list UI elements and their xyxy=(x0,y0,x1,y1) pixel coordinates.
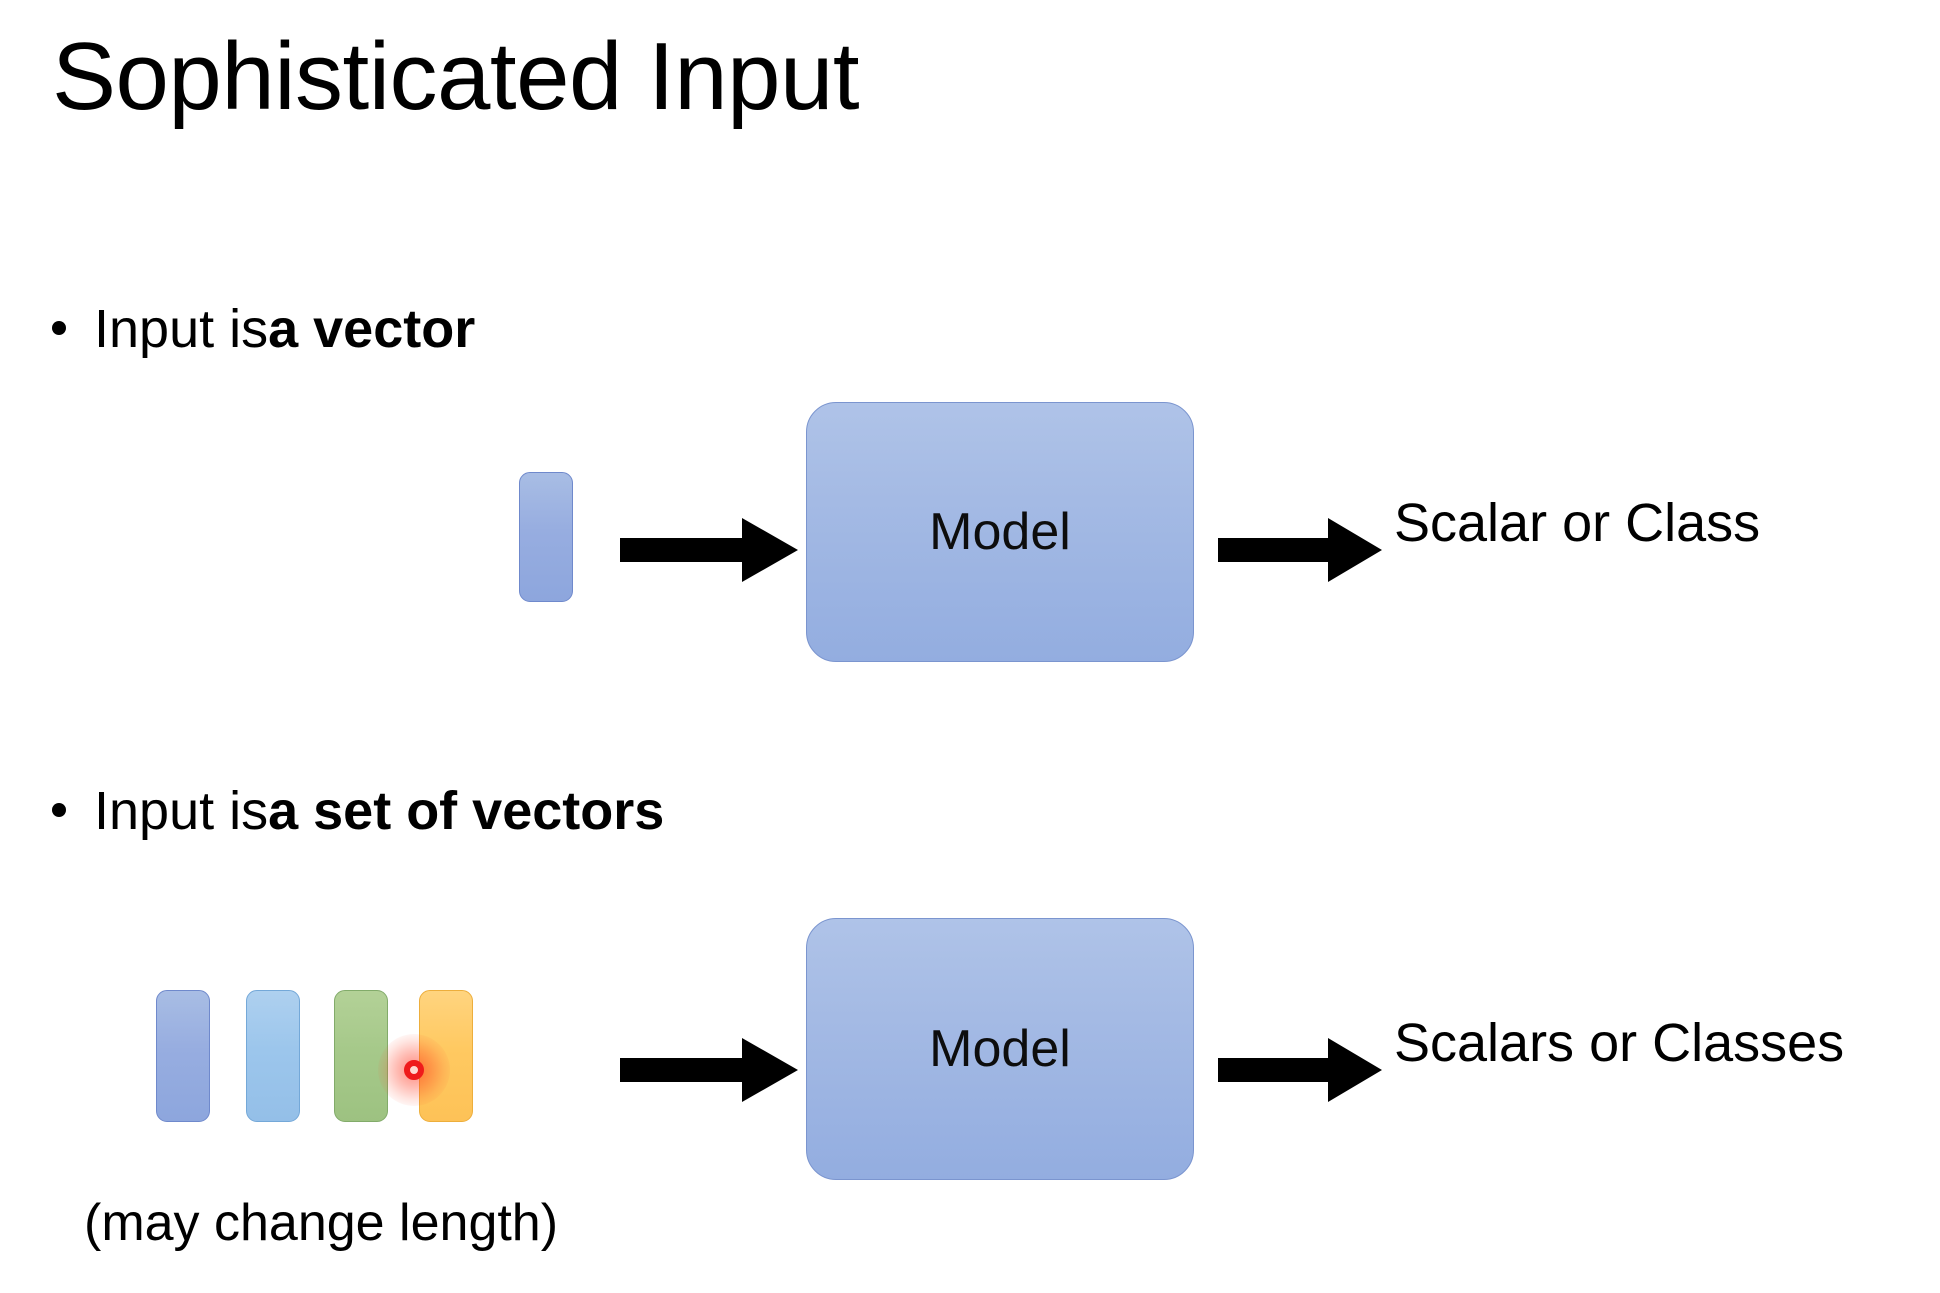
page-title: Sophisticated Input xyxy=(52,23,860,130)
model-box: Model xyxy=(806,402,1194,662)
vector-bar-1 xyxy=(156,990,210,1122)
output-label: Scalar or Class xyxy=(1394,493,1761,553)
vector-bar xyxy=(519,472,573,602)
vector-bar-4 xyxy=(419,990,473,1122)
arrow-right-icon xyxy=(1218,1038,1382,1102)
vector-set-diagram: Model Scalars or Classes xyxy=(0,918,1940,1200)
bullet-dot-icon xyxy=(52,321,66,335)
model-box: Model xyxy=(806,918,1194,1180)
model-box-label: Model xyxy=(929,1020,1071,1078)
vector-bar-3 xyxy=(334,990,388,1122)
vector-bar-2 xyxy=(246,990,300,1122)
output-label: Scalars or Classes xyxy=(1394,1013,1845,1073)
bullet-1-normal-text: Input is xyxy=(94,299,269,359)
bullet-item-vector-set: Input is a set of vectors xyxy=(52,781,665,841)
bullet-item-vector: Input is a vector xyxy=(52,299,476,359)
bullet-dot-icon xyxy=(52,803,66,817)
vector-set-note: (may change length) xyxy=(84,1194,559,1252)
model-box-label: Model xyxy=(929,503,1071,561)
bullet-2-bold-text: a set of vectors xyxy=(268,781,665,841)
arrow-right-icon xyxy=(620,518,798,582)
single-vector-diagram: Model Scalar or Class xyxy=(0,402,1940,680)
bullet-2-normal-text: Input is xyxy=(94,781,269,841)
arrow-right-icon xyxy=(620,1038,798,1102)
arrow-right-icon xyxy=(1218,518,1382,582)
bullet-1-bold-text: a vector xyxy=(268,299,476,359)
